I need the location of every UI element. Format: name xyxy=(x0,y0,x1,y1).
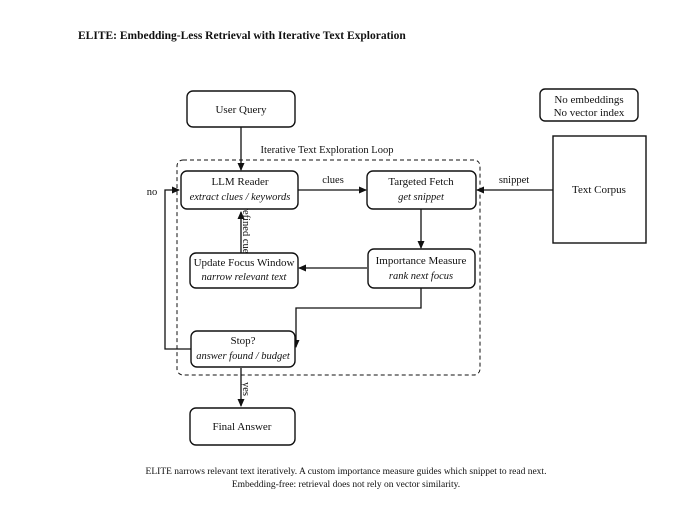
svg-text:narrow relevant text: narrow relevant text xyxy=(202,272,288,283)
svg-text:get snippet: get snippet xyxy=(398,192,445,203)
caption-line-1: ELITE narrows relevant text iteratively.… xyxy=(145,467,547,477)
edge-stop-no-loop xyxy=(164,186,191,350)
svg-text:No vector index: No vector index xyxy=(554,107,625,119)
loop-label: Iterative Text Exploration Loop xyxy=(261,145,394,156)
caption-line-2: Embedding-free: retrieval does not rely … xyxy=(231,480,461,490)
svg-text:Text Corpus: Text Corpus xyxy=(572,184,626,196)
node-update-focus-window: Update Focus Window narrow relevant text xyxy=(189,252,299,289)
svg-text:Targeted Fetch: Targeted Fetch xyxy=(388,176,454,188)
edge-label-yes: yes xyxy=(240,382,251,396)
edge-importance-to-stop xyxy=(292,288,422,348)
node-targeted-fetch: Targeted Fetch get snippet xyxy=(366,170,477,210)
svg-text:rank next focus: rank next focus xyxy=(389,271,453,282)
edge-label-refined-cues: refined cues xyxy=(240,206,251,257)
node-user-query: User Query xyxy=(186,90,296,128)
node-llm-reader: LLM Reader extract clues / keywords xyxy=(180,170,299,210)
svg-text:No embeddings: No embeddings xyxy=(554,94,623,106)
svg-text:Importance Measure: Importance Measure xyxy=(376,255,467,267)
node-note: No embeddings No vector index xyxy=(539,88,639,122)
loop-region xyxy=(176,159,481,376)
node-text-corpus: Text Corpus xyxy=(552,135,647,244)
node-importance-measure: Importance Measure rank next focus xyxy=(367,248,476,289)
svg-text:Update Focus Window: Update Focus Window xyxy=(194,257,295,269)
svg-text:LLM Reader: LLM Reader xyxy=(211,176,268,188)
diagram-title: ELITE: Embedding-Less Retrieval with Ite… xyxy=(78,30,406,42)
edge-label-snippet: snippet xyxy=(499,175,529,186)
edge-label-no: no xyxy=(147,187,158,198)
svg-text:Stop?: Stop? xyxy=(230,335,255,347)
svg-text:Final Answer: Final Answer xyxy=(213,421,272,433)
edge-label-clues: clues xyxy=(322,175,344,186)
svg-text:answer found / budget: answer found / budget xyxy=(196,351,291,362)
node-final-answer: Final Answer xyxy=(189,407,296,446)
svg-text:extract clues / keywords: extract clues / keywords xyxy=(190,192,291,203)
svg-text:User Query: User Query xyxy=(215,104,267,116)
node-stop-decision: Stop? answer found / budget xyxy=(190,330,296,368)
